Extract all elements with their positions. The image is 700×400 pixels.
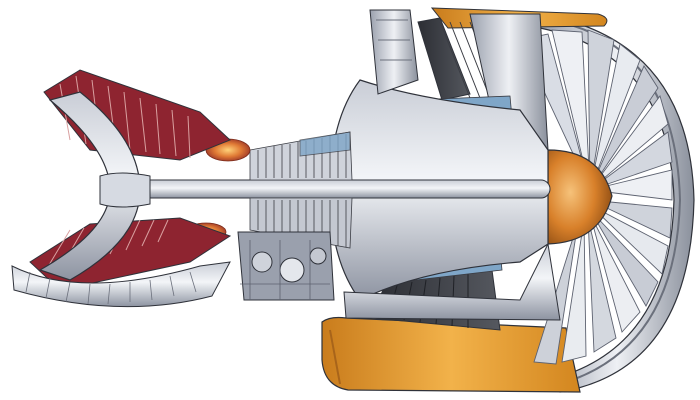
pylon-structure bbox=[369, 9, 419, 95]
compressor-stages-upper bbox=[249, 131, 353, 181]
exhaust-casing-lower bbox=[11, 261, 231, 308]
bypass-duct-upper bbox=[417, 17, 471, 101]
exhaust-nozzle bbox=[38, 91, 141, 281]
exhaust-plug bbox=[99, 172, 151, 208]
lower-fan-frame bbox=[343, 242, 561, 321]
main-shaft bbox=[139, 179, 551, 199]
fan-case-lower bbox=[321, 316, 581, 393]
outlet-guide-vanes-upper bbox=[439, 21, 509, 99]
accessory-gearbox bbox=[237, 231, 335, 301]
spinner-cone bbox=[547, 149, 613, 245]
